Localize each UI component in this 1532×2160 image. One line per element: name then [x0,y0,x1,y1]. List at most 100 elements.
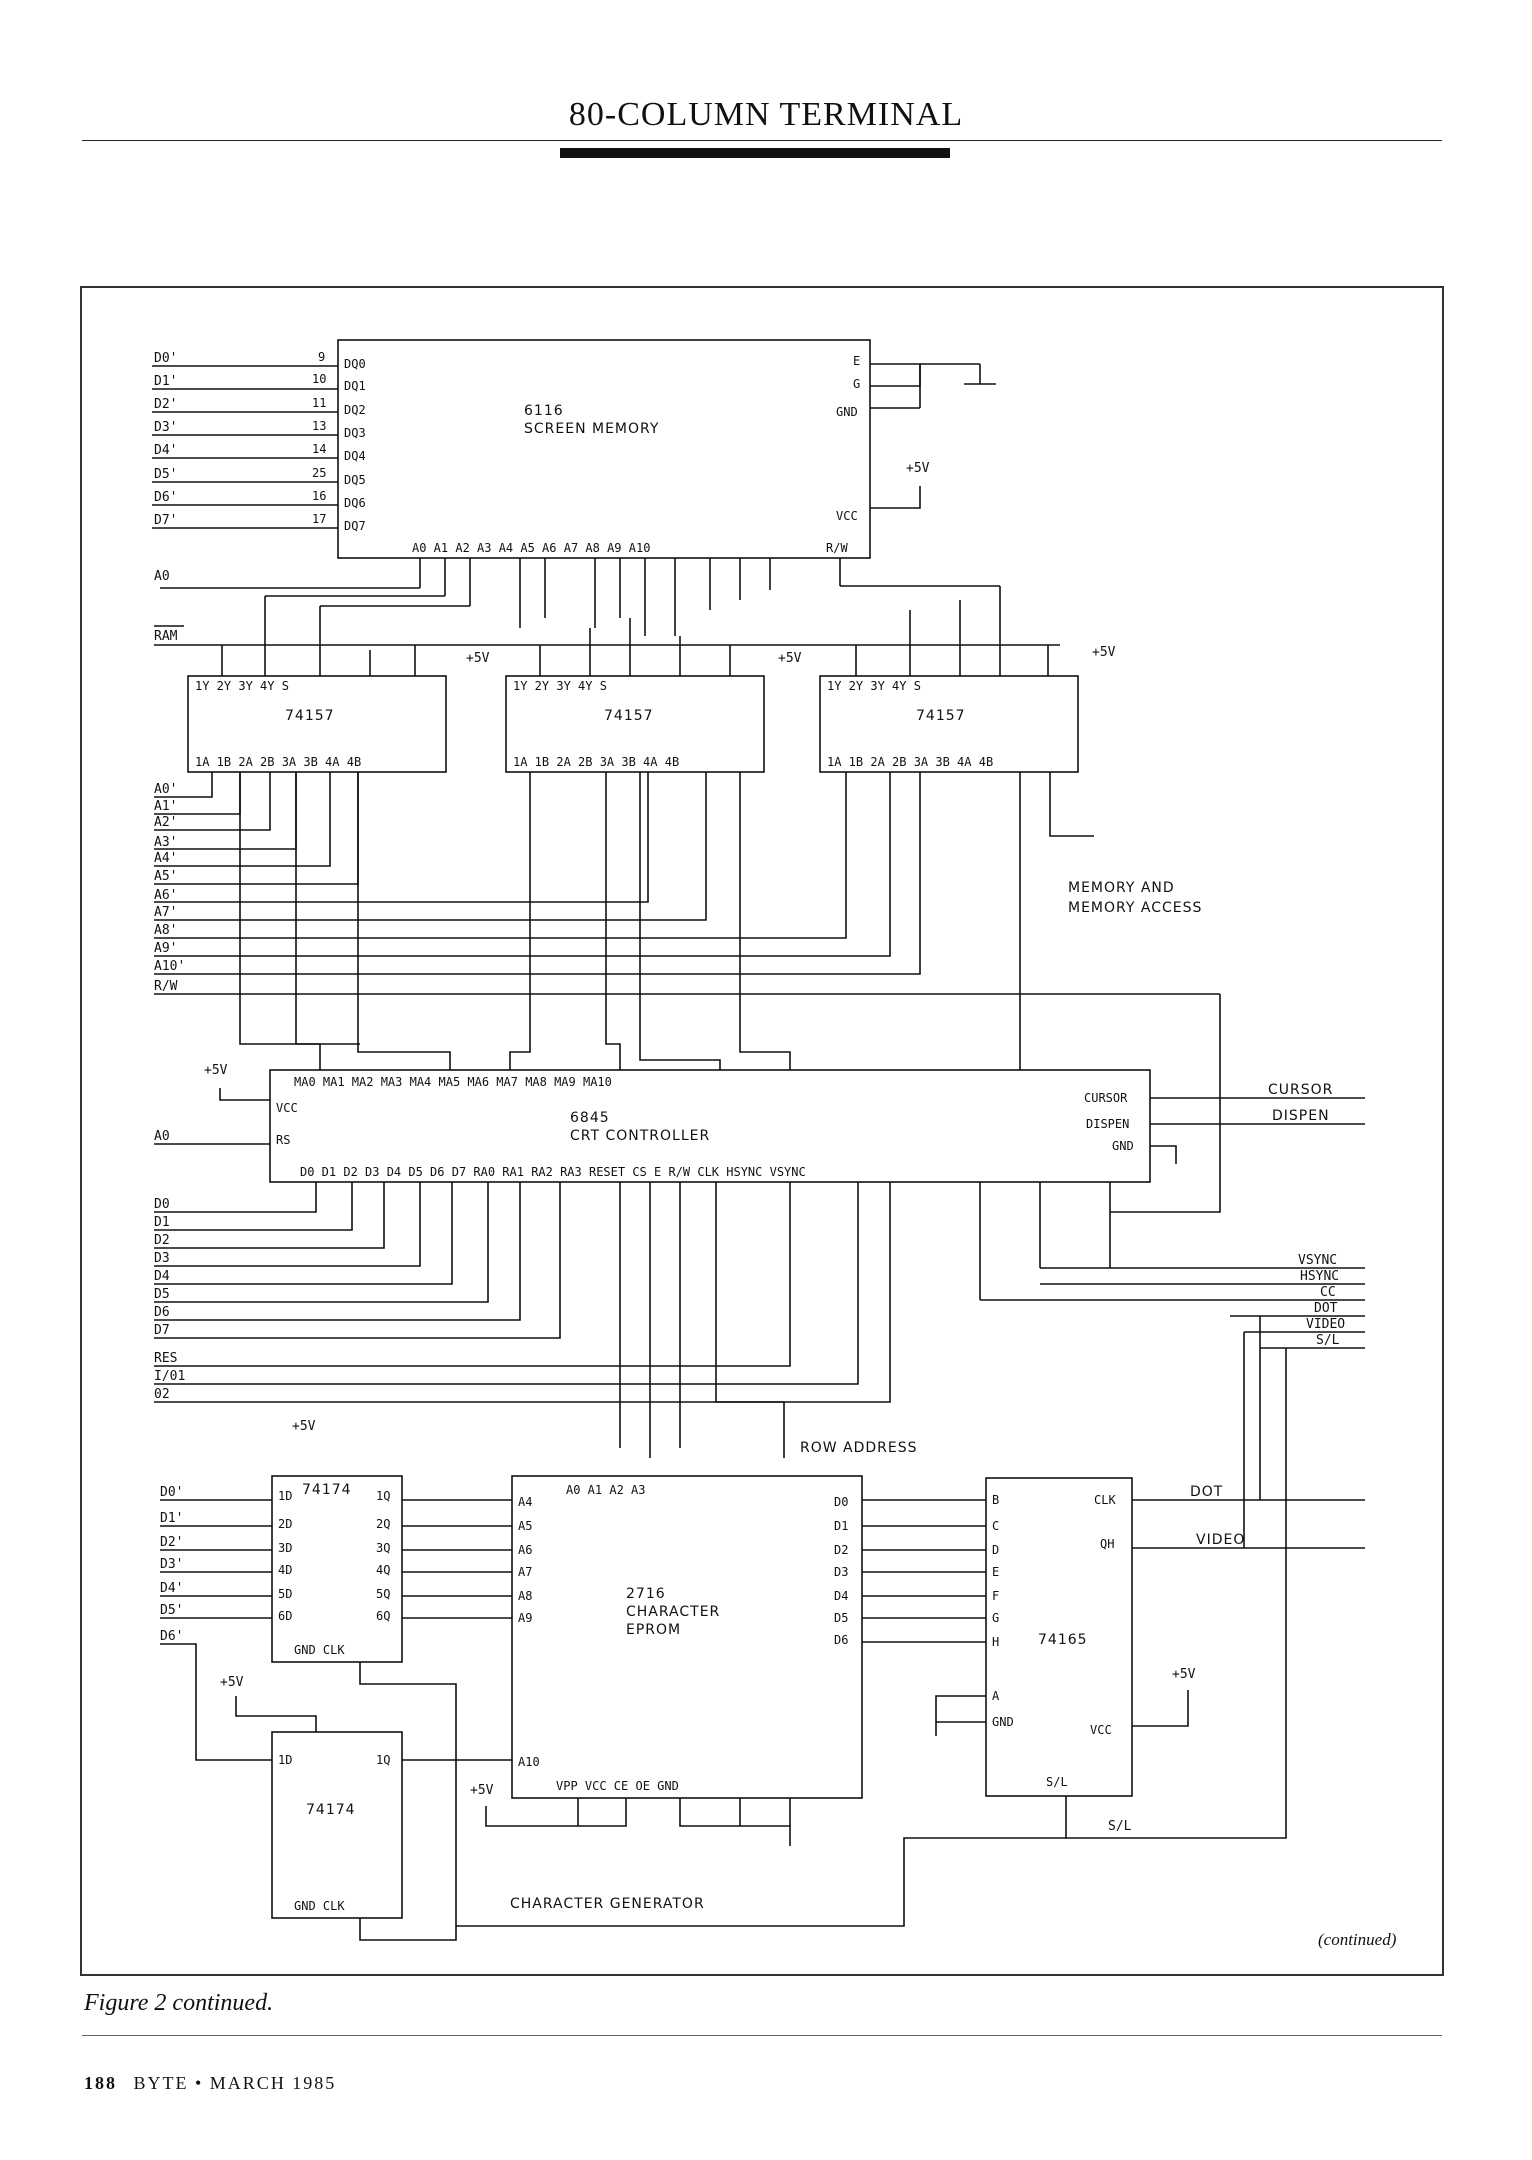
a0-label: A0 [154,569,170,584]
svg-text:GND CLK: GND CLK [294,1899,345,1913]
figure-frame [80,286,1444,1976]
header-bar [560,148,950,158]
svg-text:MA0 MA1 MA2 MA3: MA0 MA1 MA2 MA3 MA4 MA5 MA6 MA7 MA8 MA9 … [294,1075,612,1089]
svg-text:VPP VCC CE OE GND: VPP VCC CE OE GND [556,1779,679,1793]
svg-text:VIDEO: VIDEO [1306,1317,1345,1332]
svg-text:6Q: 6Q [376,1609,390,1623]
svg-text:2716: 2716 [626,1586,666,1602]
svg-text:DQ2: DQ2 [344,403,366,417]
svg-text:6845: 6845 [570,1110,610,1126]
svg-text:DOT: DOT [1190,1484,1223,1500]
svg-text:D2': D2' [160,1535,183,1550]
mux-chip-3: 74157 1Y 2Y 3Y 4Y S 1A 1B 2A 2B 3A 3B 4A… [819,675,1079,773]
svg-text:+5V: +5V [778,651,802,666]
svg-text:17: 17 [312,512,326,526]
footer-rule [82,2035,1442,2036]
svg-text:RES: RES [154,1351,177,1366]
svg-text:QH: QH [1100,1537,1114,1551]
svg-text:A7: A7 [518,1565,532,1579]
svg-text:CURSOR: CURSOR [1268,1082,1333,1098]
svg-text:4Q: 4Q [376,1563,390,1577]
svg-text:02: 02 [154,1387,170,1402]
svg-text:D6': D6' [154,490,177,505]
svg-text:D1: D1 [834,1519,848,1533]
svg-text:+5V: +5V [1172,1667,1196,1682]
svg-text:A9': A9' [154,941,177,956]
svg-text:D4': D4' [154,443,177,458]
eprom-to-shifter [862,1499,986,1643]
latch1-inputs: D0'D1' D2'D3' D4'D5' D6' [160,1485,272,1761]
svg-text:A5: A5 [518,1519,532,1533]
ram-address-lines [160,558,1001,650]
magazine-issue: BYTE • MARCH 1985 [133,2073,337,2093]
svg-text:74174: 74174 [302,1482,352,1498]
svg-text:GND CLK: GND CLK [294,1643,345,1657]
svg-text:DQ4: DQ4 [344,449,366,463]
svg-text:CLK: CLK [1094,1493,1116,1507]
ram-data-input-lines [152,365,338,529]
svg-text:A2': A2' [154,815,177,830]
svg-text:F: F [992,1589,999,1603]
svg-text:R/W: R/W [826,541,848,555]
header-rule [82,140,1442,141]
svg-text:S/L: S/L [1046,1775,1068,1789]
svg-text:I/01: I/01 [154,1369,185,1384]
svg-text:D6: D6 [154,1305,170,1320]
svg-text:S/L: S/L [1316,1333,1340,1348]
svg-text:MEMORY ACCESS: MEMORY ACCESS [1068,900,1202,916]
svg-text:1D: 1D [278,1489,292,1503]
svg-text:CHARACTER GENERATOR: CHARACTER GENERATOR [510,1896,705,1912]
page-header: 80-COLUMN TERMINAL [568,96,964,133]
svg-text:D0: D0 [834,1495,848,1509]
svg-text:4D: 4D [278,1563,292,1577]
svg-text:A0: A0 [154,1129,170,1144]
svg-text:A10': A10' [154,959,185,974]
svg-text:D5': D5' [154,467,177,482]
svg-text:DISPEN: DISPEN [1086,1117,1129,1131]
svg-text:74157: 74157 [916,708,966,724]
svg-text:1D: 1D [278,1753,292,1767]
svg-text:10: 10 [312,372,326,386]
svg-text:6D: 6D [278,1609,292,1623]
svg-text:A8': A8' [154,923,177,938]
svg-text:9: 9 [318,350,325,364]
svg-text:D2': D2' [154,397,177,412]
ram-label: RAM [154,629,178,644]
svg-text:GND: GND [992,1715,1014,1729]
svg-text:HSYNC: HSYNC [1300,1269,1339,1284]
svg-text:D1': D1' [154,374,177,389]
svg-text:D4': D4' [160,1581,183,1596]
svg-text:A3': A3' [154,835,177,850]
svg-text:74165: 74165 [1038,1632,1088,1648]
page-footer: 188 BYTE • MARCH 1985 [84,2073,336,2094]
svg-text:5Q: 5Q [376,1587,390,1601]
svg-text:A6': A6' [154,888,177,903]
svg-text:74157: 74157 [604,708,654,724]
mux-to-crt-wires [239,772,1221,1213]
svg-text:CC: CC [1320,1285,1336,1300]
svg-text:GND: GND [1112,1139,1134,1153]
svg-text:DQ5: DQ5 [344,473,366,487]
svg-text:R/W: R/W [154,979,178,994]
svg-text:E: E [853,354,860,368]
figure-caption: Figure 2 continued. [84,1990,274,2016]
svg-text:E: E [992,1565,999,1579]
svg-text:1A 1B 2A 2B 3A 3B 4A 4B: 1A 1B 2A 2B 3A 3B 4A 4B [827,755,993,769]
svg-text:D6: D6 [834,1633,848,1647]
continued-note: (continued) [1318,1930,1397,1949]
svg-text:VCC: VCC [276,1101,298,1115]
svg-text:74157: 74157 [285,708,335,724]
svg-text:D4: D4 [154,1269,170,1284]
svg-text:A4': A4' [154,851,177,866]
svg-text:DOT: DOT [1314,1301,1338,1316]
svg-text:EPROM: EPROM [626,1622,681,1638]
svg-text:D4: D4 [834,1589,848,1603]
svg-text:ROW ADDRESS: ROW ADDRESS [800,1440,918,1456]
svg-text:DQ0: DQ0 [344,357,366,371]
svg-text:D0': D0' [154,351,177,366]
